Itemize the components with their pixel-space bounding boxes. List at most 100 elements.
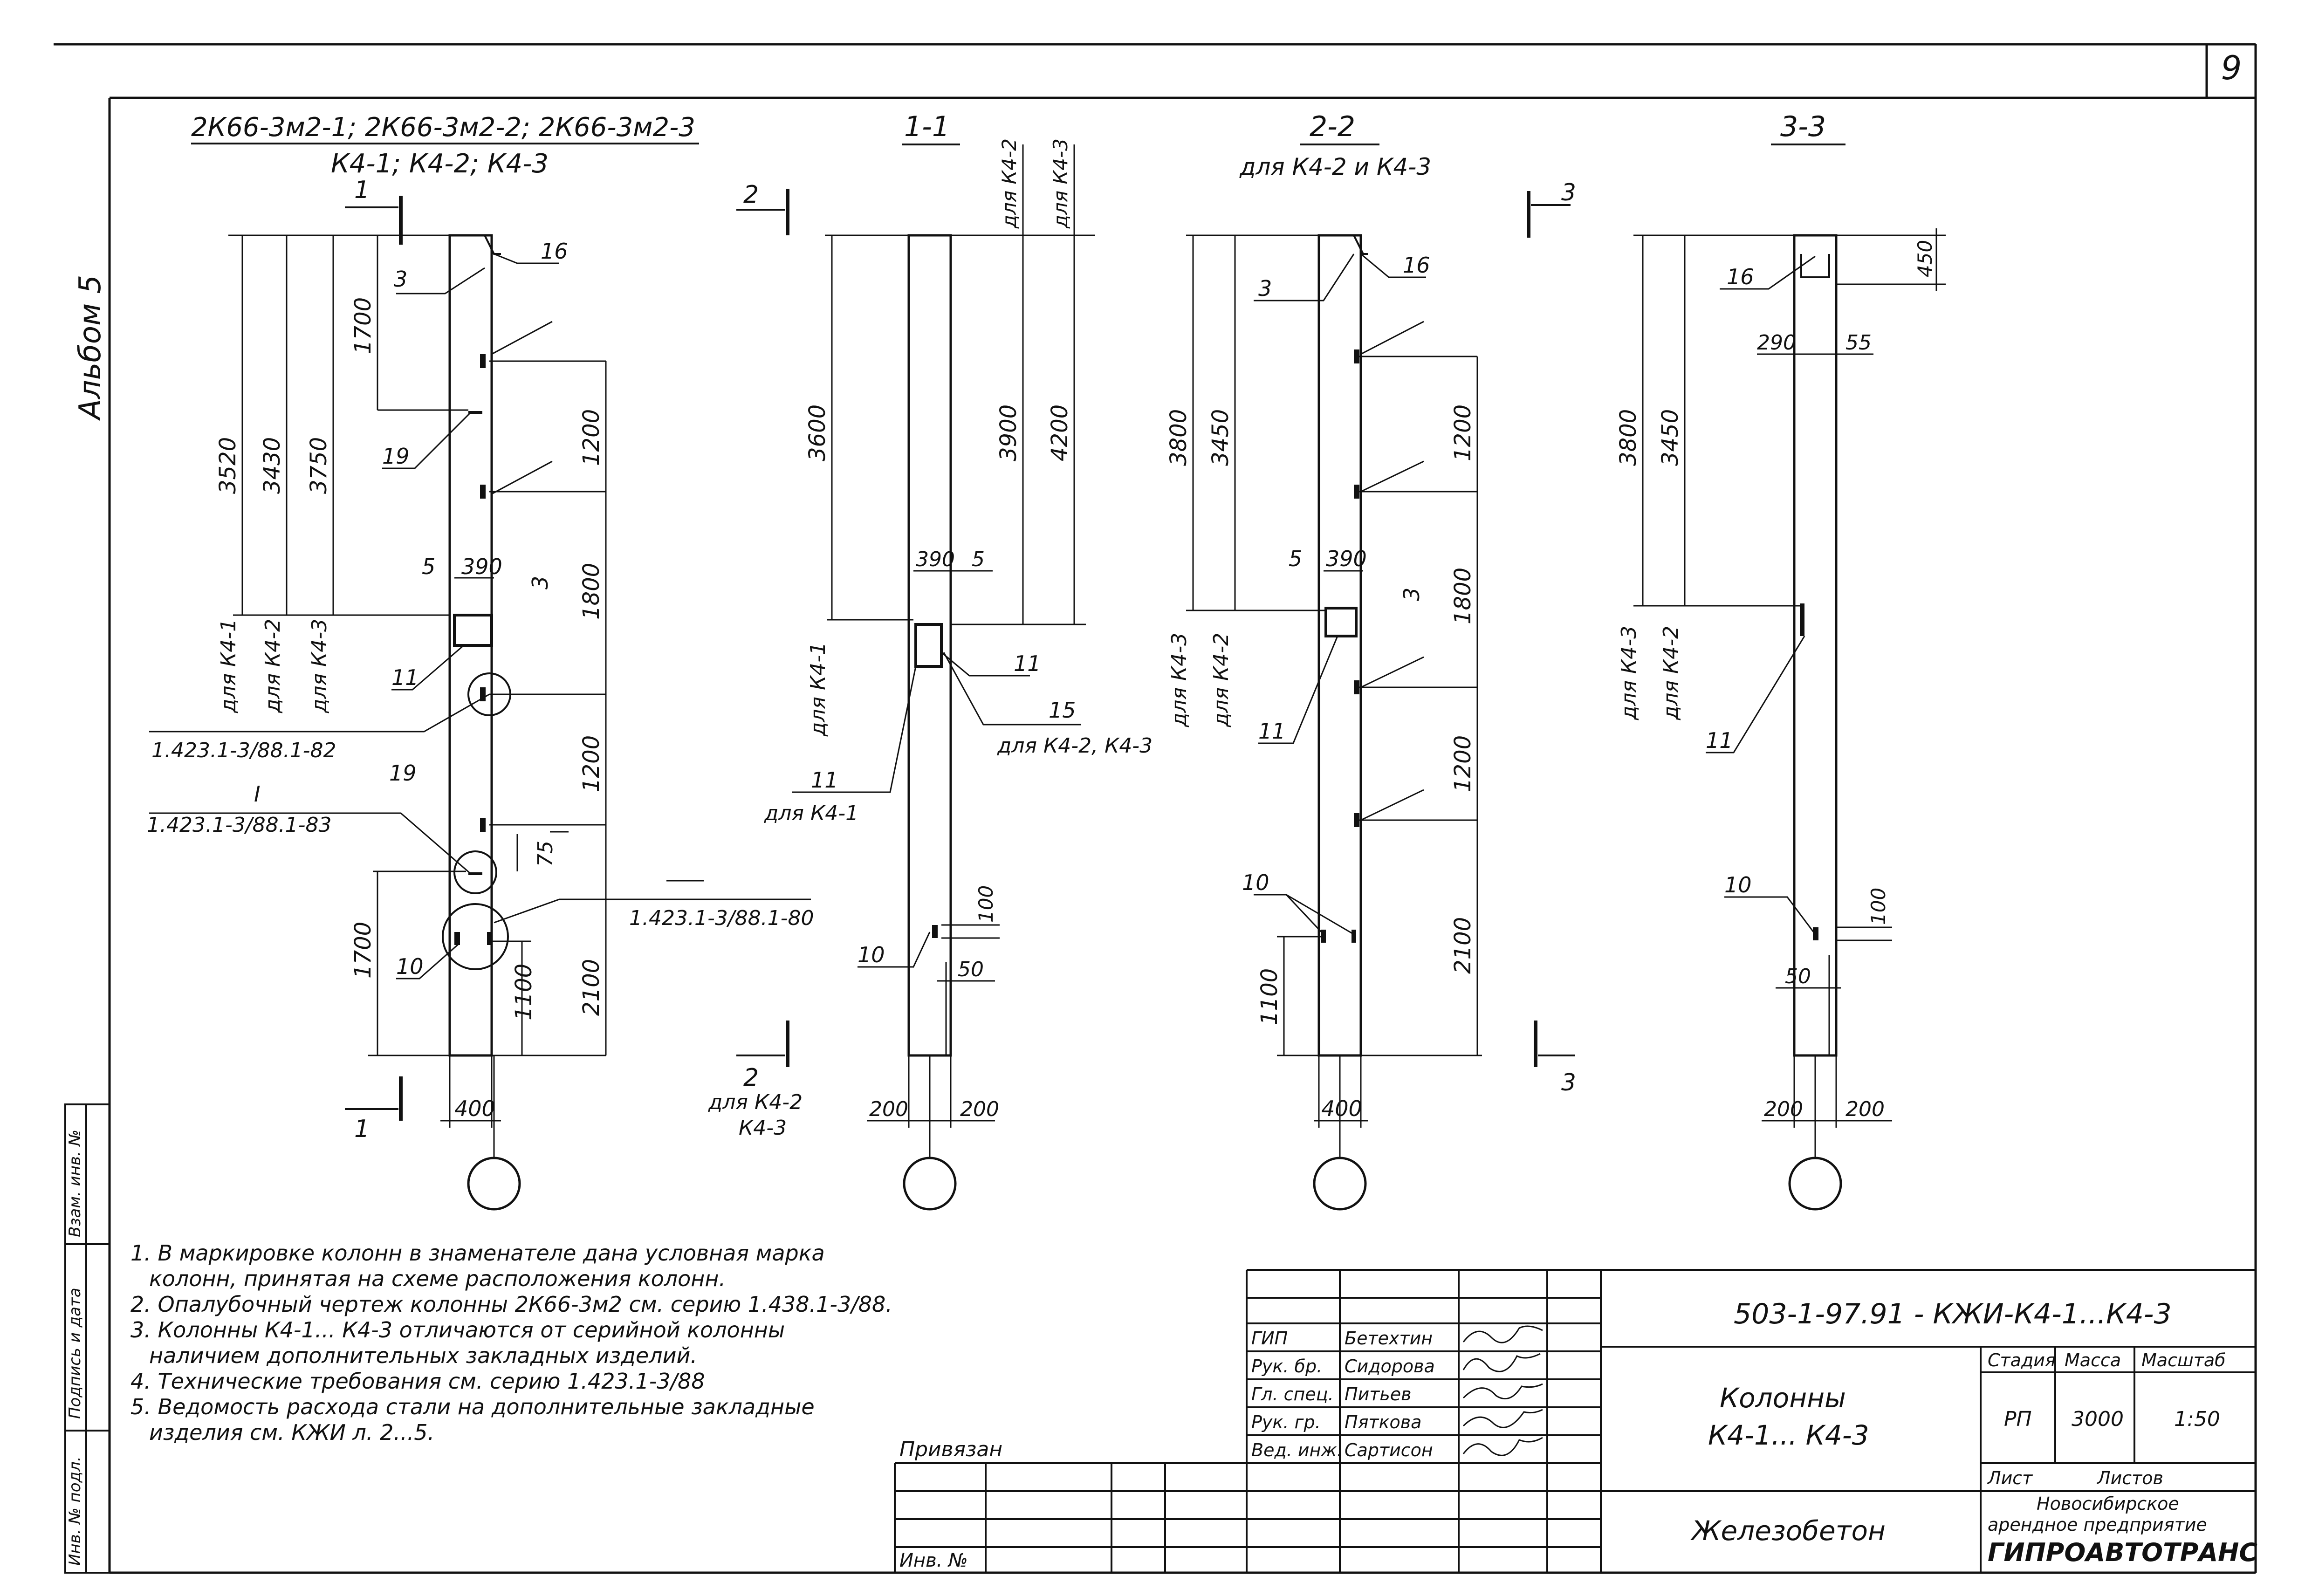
s33-dim-50: 50 [1785, 965, 1811, 988]
s33-for-k42: для К4-2 [1659, 626, 1683, 720]
s22-dim-1200-a: 1200 [1450, 404, 1476, 461]
main-callout-3: 3 [394, 267, 407, 292]
main-ref-80: 1.423.1-3/88.1-80 [629, 906, 814, 930]
s11-dim-100: 100 [974, 885, 997, 923]
tb-mass-label: Масса [2065, 1350, 2121, 1370]
main-cut-mark-top: 1 [354, 176, 370, 204]
note-line-6: 4. Технические требования см. серию 1.42… [130, 1369, 705, 1394]
main-dim-3750: 3750 [306, 437, 332, 494]
main-dim-1200-a: 1200 [578, 409, 604, 466]
main-node-label: I [254, 781, 261, 807]
stamp-signature-date: Подпись и дата [66, 1288, 84, 1419]
main-callout-10: 10 [396, 954, 424, 979]
s11-callout-11: 11 [1014, 651, 1041, 676]
sheet-number: 9 [2221, 49, 2242, 87]
note-line-1: 1. В маркировке колонн в знаменателе дан… [130, 1240, 825, 1266]
s11-dim-3600: 3600 [804, 404, 830, 461]
main-embed-part [480, 485, 486, 499]
s22-title: 2-2 [1310, 110, 1355, 143]
note-line-8: изделия см. КЖИ л. 2...5. [149, 1420, 434, 1445]
main-embed-plate [453, 614, 493, 647]
notes: 1. В маркировке колонн в знаменателе дан… [130, 1240, 892, 1445]
s11-for-k41: для К4-1 [806, 642, 830, 737]
note-line-3: 2. Опалубочный чертеж колонны 2К66-3м2 с… [130, 1292, 892, 1317]
s22-callout-3: 3 [1258, 276, 1272, 301]
s33-axis-circle [1788, 1157, 1842, 1211]
stamp-inv-podl: Инв. № подл. [66, 1456, 84, 1566]
tb-name-gl-spec: Питьев [1345, 1384, 1412, 1404]
main-embed-part [480, 818, 486, 832]
s33-dim-100: 100 [1867, 888, 1890, 925]
s33-dim-450: 450 [1914, 240, 1936, 277]
s11-callout-11-k41: 11 [811, 767, 838, 793]
s11-top-k42: для К4-2 [998, 138, 1021, 229]
s22-for-k43: для К4-3 [1167, 633, 1191, 727]
main-callout-16: 16 [541, 239, 568, 264]
signature-scribbles [1462, 1325, 1543, 1456]
main-dim-1700-bottom: 1700 [350, 922, 376, 979]
view-section-3-3: 3-3 450 3800 [1615, 110, 1946, 1211]
main-dim-1800: 1800 [578, 563, 604, 620]
main-callout-19: 19 [382, 444, 410, 469]
tb-sheets-label: Листов [2096, 1468, 2163, 1488]
main-dim-3430: 3430 [259, 437, 285, 494]
title-block [894, 1269, 2256, 1573]
note-line-5: наличием дополнительных закладных издели… [149, 1343, 697, 1368]
main-node-circle [453, 850, 497, 894]
s11-dim-390: 390 [916, 548, 955, 571]
s11-dim-3900: 3900 [995, 404, 1022, 461]
s22-callout-16: 16 [1403, 253, 1430, 278]
note-line-4: 3. Колонны К4-1... К4-3 отличаются от се… [130, 1317, 785, 1343]
tb-name-line2: К4-1... К4-3 [1708, 1419, 1869, 1451]
main-dim-1200-b: 1200 [578, 735, 604, 792]
s33-title: 3-3 [1780, 110, 1826, 143]
s11-cut-note-2: К4-3 [739, 1116, 787, 1140]
main-for-k42: для К4-2 [261, 619, 285, 713]
main-node-circle [442, 903, 509, 970]
tb-org-line1: Новосибирское [2037, 1493, 2179, 1514]
sheet-frame [54, 43, 2257, 1574]
s33-callout-16: 16 [1727, 264, 1754, 289]
main-ref-83: 1.423.1-3/88.1-83 [147, 813, 331, 837]
main-dim-3520: 3520 [215, 437, 241, 494]
main-dim-75: 75 [534, 841, 557, 867]
main-callout-5: 5 [422, 554, 435, 579]
tb-org-name: ГИПРОАВТОТРАНС [1988, 1538, 2257, 1567]
main-for-k41: для К4-1 [217, 619, 240, 713]
tb-name-gip: Бетехтин [1345, 1328, 1433, 1349]
note-line-2: колонн, принятая на схеме расположения к… [149, 1266, 726, 1291]
s22-callout-10: 10 [1242, 870, 1269, 895]
s33-for-k43: для К4-3 [1617, 626, 1641, 720]
s33-dim-55: 55 [1845, 331, 1872, 355]
s11-embed-plate [914, 623, 943, 668]
s11-dim-200-right: 200 [960, 1097, 999, 1121]
s33-dim-200-right: 200 [1845, 1097, 1885, 1121]
main-dim-2100: 2100 [578, 959, 604, 1016]
tb-name-ruk-br: Сидорова [1345, 1356, 1435, 1377]
s11-title: 1-1 [904, 110, 950, 143]
tb-material: Железобетон [1690, 1515, 1886, 1547]
s22-for-k42: для К4-2 [1209, 633, 1233, 727]
main-callout-3b: 3 [528, 576, 553, 589]
s33-dim-3800: 3800 [1615, 409, 1641, 466]
s33-callout-10: 10 [1724, 872, 1752, 897]
main-dim-390: 390 [461, 554, 502, 579]
main-dim-400: 400 [454, 1096, 495, 1121]
tb-org-line2: арендное предприятие [1988, 1514, 2207, 1535]
tb-role-ved-inzh: Вед. инж. [1251, 1440, 1343, 1460]
s11-dim-5: 5 [972, 548, 985, 571]
s22-axis-circle [1313, 1157, 1367, 1211]
s11-cut-mark-bottom: 2 [743, 1064, 759, 1092]
tb-stage: РП [2004, 1407, 2032, 1431]
tb-name-line1: Колонны [1720, 1382, 1846, 1414]
s22-cut-mark-top: 3 [1561, 179, 1576, 206]
s33-dim-200-left: 200 [1764, 1097, 1803, 1121]
main-cut-mark-bottom: 1 [354, 1115, 370, 1143]
s22-dim-1200-b: 1200 [1450, 735, 1476, 792]
tb-scale: 1:50 [2174, 1407, 2220, 1431]
main-ref-82: 1.423.1-3/88.1-82 [151, 739, 336, 762]
s33-dim-290: 290 [1757, 331, 1796, 355]
main-callout-19b: 19 [389, 760, 417, 786]
main-dim-1700-top: 1700 [350, 297, 376, 354]
